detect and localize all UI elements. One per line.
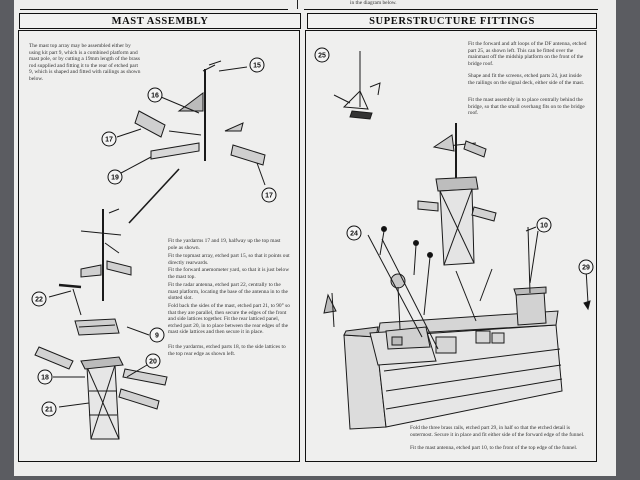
- callout-17b: 17: [261, 187, 277, 203]
- svg-text:29: 29: [582, 265, 590, 272]
- top-rule-right: [304, 9, 598, 10]
- instruction-sheet: in the diagram below. MAST ASSEMBLY SUPE…: [14, 0, 616, 476]
- mast-step-topmast: Fit the topmast array, etched part 15, s…: [168, 253, 290, 266]
- df-antenna-25: [333, 51, 381, 120]
- callout-24: 24: [346, 225, 362, 241]
- callout-16: 16: [147, 87, 163, 103]
- svg-text:25: 25: [318, 53, 326, 60]
- top-rule-left: [20, 9, 288, 10]
- yard-part-18: [34, 346, 74, 370]
- callout-22: 22: [31, 291, 47, 307]
- callout-21: 21: [41, 401, 57, 417]
- callout-17a: 17: [101, 131, 117, 147]
- sup-step-brass-rails: Fold the three brass rails, etched part …: [410, 425, 585, 438]
- callout-19: 19: [107, 169, 123, 185]
- sup-step-mast-fit: Fit the mast assembly in to place centra…: [468, 97, 585, 117]
- mast-step-lattice: Fold back the sides of the mast, etched …: [168, 303, 290, 336]
- sup-step-df-antenna: Fit the forward and aft loops of the DF …: [468, 41, 587, 67]
- part-17-right: [230, 144, 266, 166]
- mast-step-yardarms: Fit the yardarms 17 and 19, halfway up t…: [168, 238, 281, 251]
- mast-diagram: 15 16 17 19 17 22 9 20 18 21: [31, 57, 277, 440]
- mast-assembly-panel: The mast top array may be assembled eith…: [18, 30, 300, 462]
- ship-hull: [343, 310, 563, 430]
- svg-text:17: 17: [105, 137, 113, 144]
- yard-part-20: [122, 368, 168, 386]
- superstructure-panel: Fit the forward and aft loops of the DF …: [305, 30, 597, 462]
- part-16-vane: [177, 92, 204, 112]
- svg-text:15: 15: [253, 63, 261, 70]
- radar-part-22: [58, 283, 82, 289]
- top-mast-yard: [202, 64, 216, 72]
- mast-step-radar: Fit the radar antenna, etched part 22, c…: [168, 282, 288, 302]
- svg-text:17: 17: [265, 193, 273, 200]
- svg-text:16: 16: [151, 93, 159, 100]
- svg-text:19: 19: [111, 175, 119, 182]
- svg-text:22: 22: [35, 297, 43, 304]
- superstructure-diagram: 25 24 10 29: [314, 47, 594, 430]
- top-divider: [297, 0, 298, 9]
- platform-part-9: [74, 318, 120, 336]
- sup-step-mast-antenna: Fit the mast antenna, etched part 10, to…: [410, 445, 578, 451]
- mast-step-anemometer: Fit the forward anemometer yard, so that…: [168, 267, 290, 280]
- callout-18: 18: [37, 369, 53, 385]
- lattice-tower-21: [80, 356, 124, 440]
- callout-25: 25: [314, 47, 330, 63]
- part-17-left: [134, 110, 166, 138]
- callout-29: 29: [578, 259, 594, 275]
- svg-text:18: 18: [41, 375, 49, 382]
- svg-text:10: 10: [540, 223, 548, 230]
- callout-10: 10: [536, 217, 552, 233]
- part-19: [150, 142, 200, 160]
- mast-intro-text: The mast top array may be assembled eith…: [29, 43, 141, 82]
- sup-step-screens: Shape and fit the screens, etched parts …: [468, 73, 585, 86]
- svg-text:20: 20: [149, 359, 157, 366]
- superstructure-fittings-title: SUPERSTRUCTURE FITTINGS: [307, 13, 597, 29]
- mast-step-side-yardarms: Fit the yardarms, etched parts 18, to th…: [168, 344, 286, 357]
- svg-text:21: 21: [45, 407, 53, 414]
- installed-mast: [417, 123, 497, 266]
- callout-15: 15: [249, 57, 265, 73]
- callout-20: 20: [145, 353, 161, 369]
- svg-text:9: 9: [155, 333, 159, 340]
- svg-text:24: 24: [350, 231, 358, 238]
- mast-assembly-title: MAST ASSEMBLY: [19, 13, 301, 29]
- top-note: in the diagram below.: [350, 0, 397, 6]
- callout-9: 9: [149, 327, 165, 343]
- funnel: [513, 226, 547, 326]
